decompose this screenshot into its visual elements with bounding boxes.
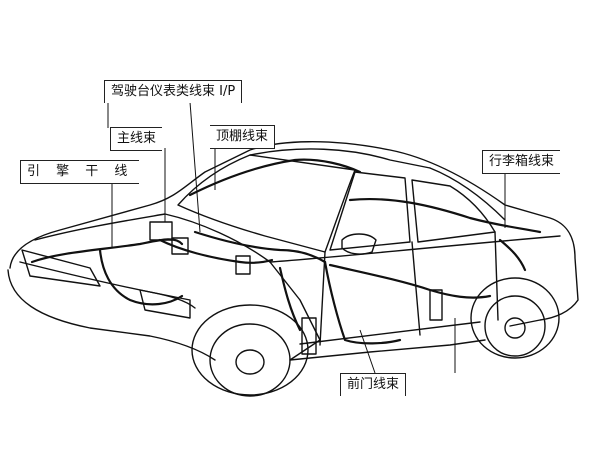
- leader-ip: [189, 101, 201, 233]
- car-rocker: [299, 321, 481, 345]
- car-rear-wheel: [484, 295, 546, 357]
- car-side-line: [269, 261, 321, 361]
- door-harness-wire: [323, 260, 402, 345]
- car-door-line-front: [319, 251, 326, 346]
- leader-door: [359, 329, 376, 374]
- ip-harness-wire: [193, 230, 327, 264]
- label-ip-harness: 驾驶台仪表类线束 I/P: [104, 80, 243, 103]
- roof-harness-wire-2: [348, 197, 542, 234]
- label-trunk-harness: 行李箱线束: [482, 150, 561, 174]
- trunk-harness-wire: [498, 238, 527, 272]
- car-windshield: [177, 154, 356, 253]
- engine-harness-wire-2: [98, 248, 184, 306]
- roof-harness-wire: [188, 158, 362, 197]
- car-body-outline: [9, 141, 579, 327]
- car-front-window: [329, 171, 411, 251]
- label-main-harness: 主线束: [110, 127, 163, 151]
- car-front-bumper: [7, 269, 216, 361]
- car-rear-glass: [429, 167, 506, 221]
- door-harness-wire-2: [328, 263, 492, 299]
- door-part-rear: [429, 289, 443, 321]
- car-rear-wheel-arch: [470, 277, 560, 359]
- engine-part-3: [235, 255, 251, 275]
- car-hood-line: [34, 213, 271, 263]
- label-engine-harness: 引 擎 干 线: [20, 160, 140, 184]
- label-roof-harness: 顶棚线束: [210, 125, 276, 149]
- car-roof: [249, 148, 431, 169]
- car-rear-hub: [504, 317, 526, 339]
- car-front-hub: [235, 349, 265, 375]
- engine-harness-wire: [30, 238, 184, 264]
- car-mirror: [341, 233, 377, 255]
- label-front-door-harness: 前门线束: [340, 373, 407, 396]
- car-belt-line: [269, 235, 561, 263]
- engine-part: [149, 221, 173, 241]
- door-speaker: [301, 317, 317, 355]
- door-harness-wire-3: [278, 266, 302, 332]
- car-front-wheel: [209, 323, 291, 397]
- car-door-line-mid: [411, 241, 421, 336]
- car-front-wheel-arch: [191, 304, 309, 396]
- car-lower-body: [289, 339, 486, 361]
- main-harness-wire: [158, 238, 274, 264]
- car-rear-window: [411, 179, 496, 243]
- car-door-line-rear: [494, 231, 499, 321]
- car-headlight: [21, 249, 101, 287]
